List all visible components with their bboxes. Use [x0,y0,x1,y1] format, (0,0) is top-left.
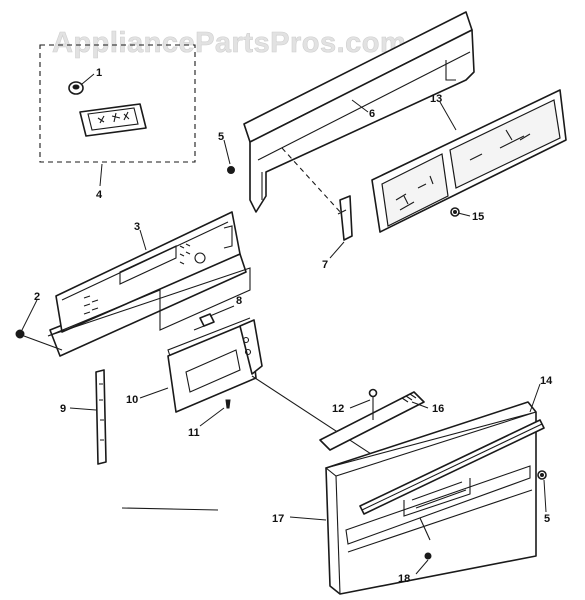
part-18-screw [424,552,432,560]
part-11-screw [225,399,231,409]
callout-8: 8 [236,295,242,307]
part-15-screw [450,207,460,217]
callout-14: 14 [540,375,553,387]
callout-5-lower: 5 [544,513,550,525]
part-12-screw [368,388,378,420]
reference-line [121,507,219,511]
leader-lines [21,73,547,575]
kit-badge-plate [79,103,147,137]
part-5-screw-lower [537,470,547,480]
callout-11: 11 [188,427,200,439]
part-16-bar [319,391,425,451]
callout-18: 18 [398,573,410,585]
callout-4: 4 [96,189,103,201]
part-14-trim-rail [359,419,545,515]
callout-12: 12 [332,403,344,415]
callout-1: 1 [96,67,102,79]
part-1-knob [68,81,84,95]
part-5-screw-upper [227,166,235,174]
callout-13: 13 [430,93,442,105]
part-10-bracket [167,317,263,413]
watermark-text: AppliancePartsPros.com [52,27,406,59]
part-8-spacer [193,313,215,331]
callout-15: 15 [472,211,484,223]
part-13-window-panel [371,89,567,233]
part-6-control-panel-housing [243,11,475,213]
callout-7: 7 [322,259,328,271]
part-4-kit-box [39,44,196,163]
callout-numbers: 1 2 3 4 5 6 7 8 9 10 11 12 13 14 15 16 1… [34,67,553,585]
callout-9: 9 [60,403,66,415]
callout-5-upper: 5 [218,131,224,143]
assembly-line-screw-2 [23,335,63,351]
callout-17: 17 [272,513,284,525]
callout-3: 3 [134,221,140,233]
callout-10: 10 [126,394,138,406]
assembly-line-housing-to-7 [281,147,343,215]
callout-6: 6 [369,108,375,120]
callout-16: 16 [432,403,444,415]
callout-2: 2 [34,291,40,303]
part-2-screw [15,329,25,339]
part-7-bracket [337,195,353,241]
part-9-strip [95,369,107,465]
part-3-control-bracket [47,211,251,357]
